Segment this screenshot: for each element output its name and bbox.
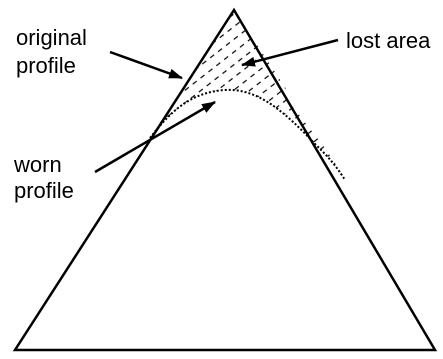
worn-profile-label: worn profile <box>13 152 74 203</box>
original-profile-arrow <box>109 50 183 80</box>
lost-area-region <box>150 10 345 178</box>
original-profile-label-line1: original <box>16 25 87 50</box>
worn-profile-arrow <box>94 100 216 174</box>
worn-profile-label-line2: profile <box>14 178 74 203</box>
original-profile-triangle <box>12 7 438 352</box>
worn-profile-label-line1: worn <box>13 152 62 177</box>
lost-area-arrow <box>241 38 339 67</box>
original-profile-label-line2: profile <box>16 53 76 78</box>
original-profile-label: original profile <box>16 25 93 78</box>
worn-profile-curve <box>149 88 346 181</box>
lost-area-label: lost area <box>346 28 431 53</box>
